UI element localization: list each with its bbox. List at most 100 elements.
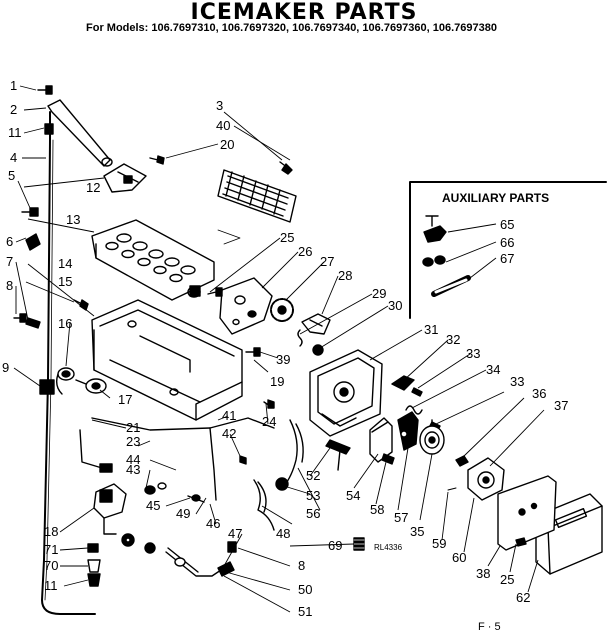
spring-29-shape	[297, 329, 303, 347]
fill-tube-inner-shape	[44, 139, 54, 601]
aux-valve-65-shape	[423, 215, 447, 243]
harness-56-shape	[283, 419, 304, 487]
switch-54-shape	[369, 417, 393, 463]
switch-57-shape	[397, 411, 419, 451]
part-drawings	[13, 85, 607, 615]
clip-11-shape	[44, 123, 54, 135]
callout-label: 43	[126, 462, 140, 477]
tube-bracket-9-shape	[39, 379, 55, 395]
bracket-6-shape	[25, 233, 41, 251]
callout-label: 30	[388, 298, 402, 313]
callout-label: 15	[58, 274, 72, 289]
fitting-43-shape	[144, 482, 167, 495]
connector-48-shape	[253, 479, 275, 531]
leader-lines	[13, 85, 545, 613]
callout-label: 36	[532, 386, 546, 401]
mounting-plate-26-shape	[219, 277, 273, 335]
page-title: ICEMAKER PARTS	[190, 0, 418, 25]
callout-label: 54	[346, 488, 360, 503]
housing-14-shape	[91, 299, 243, 421]
callout-label: 33	[510, 374, 524, 389]
fitting-45-shape	[187, 494, 205, 503]
lever-32-shape	[391, 375, 415, 391]
screw-25b-shape	[515, 537, 527, 547]
screw-39-shape	[245, 347, 261, 357]
clip-11b-shape	[87, 573, 101, 587]
callout-label: 20	[220, 137, 234, 152]
screw-8-shape	[13, 313, 27, 323]
callout-label: 2	[10, 102, 17, 117]
callout-label: 26	[298, 244, 312, 259]
screw-3-shape	[279, 161, 293, 175]
callout-label: 8	[298, 558, 305, 573]
callout-label: 44	[126, 452, 140, 467]
callout-label: 33	[466, 346, 480, 361]
washer-30-shape	[312, 344, 324, 356]
callout-label: 25	[280, 230, 294, 245]
callout-label: 21	[126, 420, 140, 435]
callout-label: 1	[10, 78, 17, 93]
screw-20-shape	[149, 155, 165, 165]
fitting-71-shape	[87, 543, 99, 553]
fill-tube-shape	[41, 111, 96, 615]
callout-label: 51	[298, 604, 312, 619]
callout-label: 16	[58, 316, 72, 331]
aux-tube-67-shape	[431, 275, 471, 297]
callout-label: 31	[424, 322, 438, 337]
ice-mold-13-shape	[91, 219, 215, 301]
gear-27-shape	[270, 298, 294, 322]
callout-label: 23	[126, 434, 140, 449]
screw-33a-shape	[411, 387, 423, 397]
callout-label: 52	[306, 468, 320, 483]
auxiliary-parts-title: AUXILIARY PARTS	[442, 191, 549, 205]
callout-label: 32	[446, 332, 460, 347]
pin-59-shape	[447, 487, 457, 491]
callout-label: 48	[276, 526, 290, 541]
callout-label: 57	[394, 510, 408, 525]
callout-label: 45	[146, 498, 160, 513]
callout-label: 67	[500, 251, 514, 266]
callout-label: 17	[118, 392, 132, 407]
callout-label: 4	[10, 150, 17, 165]
callout-label: 39	[276, 352, 290, 367]
callout-label: 71	[44, 542, 58, 557]
callout-label: 41	[222, 408, 236, 423]
callout-label: 9	[2, 360, 9, 375]
callout-label: 25	[500, 572, 514, 587]
callout-label: 27	[320, 254, 334, 269]
drawing-number: RL4336	[374, 543, 403, 552]
model-numbers: For Models: 106.7697310, 106.7697320, 10…	[86, 22, 498, 34]
callout-label: 40	[216, 118, 230, 133]
screw-25-shape	[207, 287, 223, 297]
callout-label: 50	[298, 582, 312, 597]
callout-label: 47	[228, 526, 242, 541]
screw-5-shape	[21, 207, 39, 217]
top-arm-shape	[47, 99, 111, 167]
callout-label: 11	[8, 125, 22, 140]
water-valve-18-shape	[93, 483, 127, 535]
callout-label: 18	[44, 524, 58, 539]
callout-label: 19	[270, 374, 284, 389]
fitting-46-shape	[144, 542, 156, 554]
mold-cover-40-shape	[217, 169, 297, 223]
grommet-53-shape	[275, 477, 289, 491]
callout-label: 62	[516, 590, 530, 605]
plate-38-shape	[497, 475, 557, 551]
callout-label: 6	[6, 234, 13, 249]
fitting-49-shape	[121, 533, 135, 547]
auxiliary-frame	[409, 181, 607, 319]
callout-label: 53	[306, 488, 320, 503]
callout-label: 29	[372, 286, 386, 301]
callout-label: 69	[328, 538, 342, 553]
screw-1-shape	[37, 85, 53, 95]
callout-label: 70	[44, 558, 58, 573]
callout-label: 8	[6, 278, 13, 293]
motor-35-shape	[419, 419, 445, 455]
callout-label: 66	[500, 235, 514, 250]
fuse-69-shape	[353, 537, 365, 551]
callout-label: 42	[222, 426, 236, 441]
callout-label: 5	[8, 168, 15, 183]
callout-label: 34	[486, 362, 500, 377]
callout-label: 49	[176, 506, 190, 521]
callout-labels: 1 2 11 4 5 6 7 8 9 12 13 14 15 16 17 3 4…	[2, 78, 568, 633]
